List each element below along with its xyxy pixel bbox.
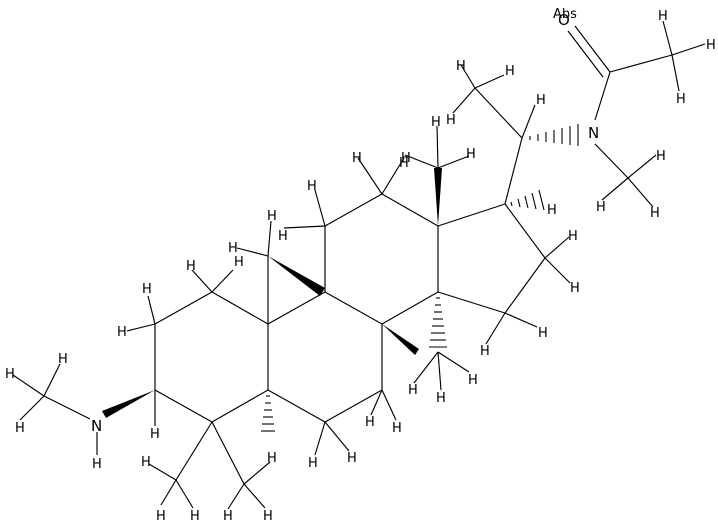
bond-c4-c5: [211, 389, 269, 423]
bond-c1-c2: [154, 291, 213, 325]
hydrogen-label: H: [446, 113, 456, 128]
bond-cco-o-2: [567, 30, 604, 78]
hash-c20-n: [529, 124, 579, 146]
hash-c17-h: [510, 189, 545, 211]
bond-n-ncme: [594, 143, 629, 179]
hydrogen-label: H: [92, 457, 102, 472]
stereo-bonds: [102, 168, 442, 418]
hydrogen-label: H: [568, 229, 578, 244]
bond-c13-c17: [437, 203, 506, 227]
hydrogen-label: H: [365, 415, 375, 430]
hydrogen-label: H: [5, 367, 15, 382]
atom-n-amide: N: [588, 124, 599, 142]
bond-c6-c5: [267, 389, 326, 423]
hydrogen-label: H: [650, 206, 660, 221]
hydrogen-label: H: [431, 115, 441, 130]
hydrogen-label: H: [538, 326, 548, 341]
wedge-c3-n: [102, 390, 155, 418]
bond-cco-cme: [609, 54, 673, 73]
bond-cco-o-1: [574, 25, 611, 73]
bond-c12-c13: [381, 193, 439, 227]
hydrogen-label: H: [408, 383, 418, 398]
bond-c17-c20: [504, 137, 523, 205]
bond-c9-c8: [324, 291, 383, 325]
hydrogen-label: H: [186, 259, 196, 274]
hydrogen-bonds: [12, 20, 706, 510]
hash-c5-h: [261, 395, 275, 432]
atom-n3: N: [91, 417, 102, 435]
hydrogen-label: H: [234, 255, 244, 270]
hydrogen-label: H: [706, 38, 716, 53]
bond-n3-me: [43, 395, 91, 420]
bond-c10-c9: [267, 291, 326, 325]
hash-c14-me: [429, 297, 447, 348]
hydrogen-label: H: [223, 509, 233, 523]
hydrogen-label: H: [401, 151, 411, 166]
hydrogen-label: H: [347, 451, 357, 466]
bond-c17-c16: [504, 203, 546, 259]
bond-c11-c12: [324, 193, 383, 227]
hydrogen-label: H: [117, 325, 127, 340]
wedge-c8-h: [382, 324, 419, 355]
hydrogen-label: H: [596, 200, 606, 215]
bond-c10-c1: [211, 291, 269, 325]
abs-flag: Abs: [553, 7, 577, 22]
hydrogen-label: H: [267, 209, 277, 224]
bond-c4-me2: [211, 421, 245, 485]
hydrogen-label: H: [141, 455, 151, 470]
hydrogen-label: H: [267, 451, 277, 466]
hydrogen-label: H: [456, 59, 466, 74]
bond-c4-me1: [175, 421, 213, 481]
hydrogen-label: H: [15, 421, 25, 436]
bond-c3-c4: [154, 389, 213, 423]
hydrogen-label: H: [547, 203, 557, 218]
hashed-bonds: [261, 124, 579, 432]
hydrogen-label: H: [352, 151, 362, 166]
bond-c16-c15: [504, 257, 546, 314]
skeleton-bonds: [43, 25, 673, 485]
hydrogen-label: H: [307, 179, 317, 194]
wedge-c19-c9: [268, 256, 325, 296]
hydrogen-label: H: [142, 282, 152, 297]
hydrogen-label: H: [480, 344, 490, 359]
atom-o-carbonyl: O: [558, 11, 570, 29]
hydrogen-label: H: [150, 427, 160, 442]
hydrogen-label: H: [436, 391, 446, 406]
hydrogen-label: H: [676, 92, 686, 107]
bond-c14-c8: [381, 291, 439, 325]
hydrogen-label: H: [190, 509, 200, 523]
wedge-c13-c18: [434, 168, 442, 226]
hydrogen-label: H: [536, 93, 546, 108]
hydrogen-label: H: [505, 64, 515, 79]
hydrogen-label: H: [263, 509, 273, 523]
bond-c20-c21: [474, 87, 523, 139]
hydrogen-label: H: [570, 281, 580, 296]
hydrogen-label: H: [58, 352, 68, 367]
hydrogen-label: H: [468, 373, 478, 388]
hydrogen-label: H: [156, 509, 166, 523]
bond-c15-c14: [437, 291, 506, 314]
hydrogen-label: H: [658, 9, 668, 24]
bond-n-cco: [594, 71, 611, 121]
hydrogen-label: H: [466, 147, 476, 162]
hydrogen-label: H: [399, 156, 409, 171]
hydrogen-label: H: [392, 421, 402, 436]
bond-c7-c6: [324, 389, 383, 423]
hydrogen-label: H: [308, 456, 318, 471]
hydrogen-label: H: [656, 149, 666, 164]
hydrogen-label: H: [278, 229, 288, 244]
hydrogen-label: H: [228, 241, 238, 256]
abs-label: Abs: [553, 7, 577, 22]
